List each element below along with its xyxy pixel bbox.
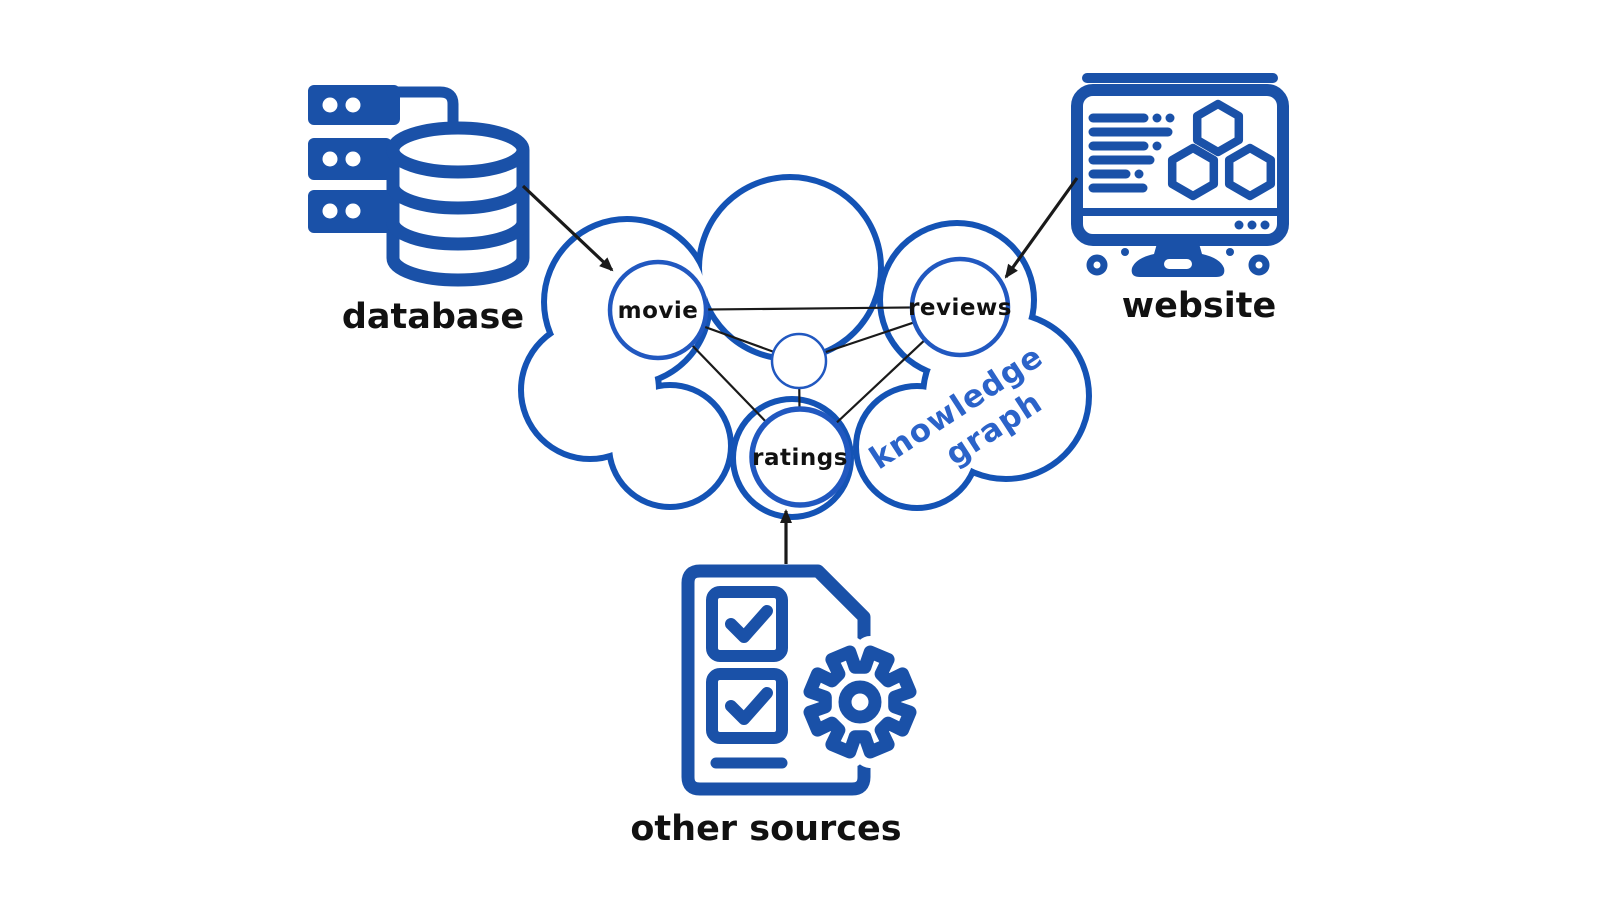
monitor-stand	[1131, 240, 1225, 277]
database-icon: database	[308, 85, 530, 337]
other-sources-icon: other sources	[630, 564, 926, 849]
hexagon-cluster-icon	[1167, 99, 1276, 201]
flow-arrows	[521, 177, 1079, 564]
checklist-icon	[706, 586, 788, 769]
graph-nodes: movie reviews ratings	[607, 256, 1012, 508]
node-ratings	[749, 406, 851, 508]
website-label: website	[1122, 286, 1276, 326]
hexagon-icon	[1167, 143, 1219, 201]
database-cylinder-icon	[386, 121, 530, 287]
node-ratings-label: ratings	[752, 445, 848, 471]
gear-hub	[838, 680, 882, 724]
arrow-website-to-reviews	[1004, 177, 1079, 279]
screen-text-dots	[1134, 113, 1175, 179]
hexagon-icon	[1224, 143, 1276, 201]
hexagon-icon	[1192, 99, 1244, 157]
stand-ornaments	[1086, 248, 1270, 276]
arrow-database-to-movie	[521, 184, 614, 272]
database-back-outline	[398, 86, 459, 142]
node-hub	[770, 332, 828, 390]
node-reviews	[909, 256, 1011, 358]
database-label: database	[342, 297, 524, 337]
folded-corner-icon	[825, 579, 858, 612]
other-sources-label: other sources	[630, 809, 901, 849]
monitor-icon	[1071, 84, 1289, 246]
gear-icon	[794, 636, 926, 768]
checkmark-icon	[725, 605, 773, 643]
node-reviews-label: reviews	[908, 295, 1012, 321]
checkbox-icon	[706, 586, 788, 662]
checkbox-icon	[706, 668, 788, 744]
node-movie-label: movie	[618, 298, 699, 324]
screen-text-lines	[1088, 113, 1173, 193]
server-stack-icon	[308, 85, 400, 233]
edge-movie-reviews	[657, 305, 961, 312]
bezel-dots	[1234, 220, 1270, 230]
node-movie	[607, 259, 709, 361]
checkmark-icon	[725, 687, 773, 725]
website-icon: website	[1071, 73, 1289, 326]
